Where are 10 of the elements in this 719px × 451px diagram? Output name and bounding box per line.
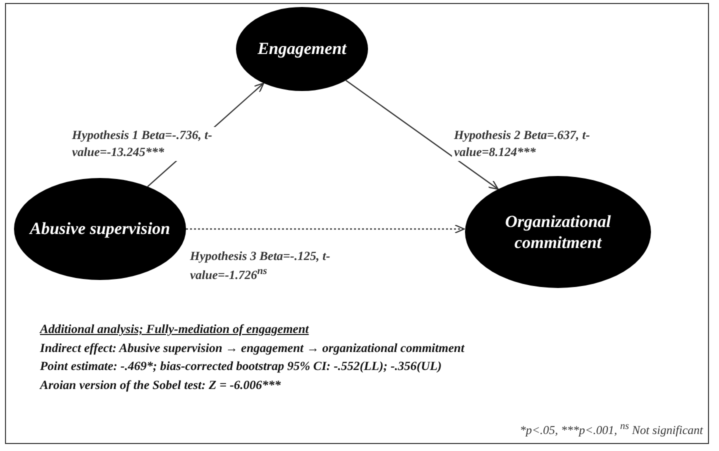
footnote: *p<.05, ***p<.001, $^{ns}$ Not significant — [520, 421, 703, 438]
arrow — [346, 80, 499, 190]
node-label: Abusive supervision — [30, 218, 170, 240]
dotted-arrow — [186, 224, 465, 234]
node-label: Organizational commitment — [504, 210, 612, 254]
analysis-note: Point estimate: -.469*; bias-corrected bootstrap 95% CI: -.552(LL); -.356(UL) — [40, 359, 442, 374]
node-label: Engagement — [258, 38, 346, 60]
analysis-note: Indirect effect: Abusive supervision → engagement → organizational commitment — [40, 340, 464, 356]
analysis-note: Aroian version of the Sobel test: Z = -6.006*** — [40, 378, 281, 392]
section-heading: Additional analysis; Fully-mediation of engagement — [40, 322, 309, 337]
